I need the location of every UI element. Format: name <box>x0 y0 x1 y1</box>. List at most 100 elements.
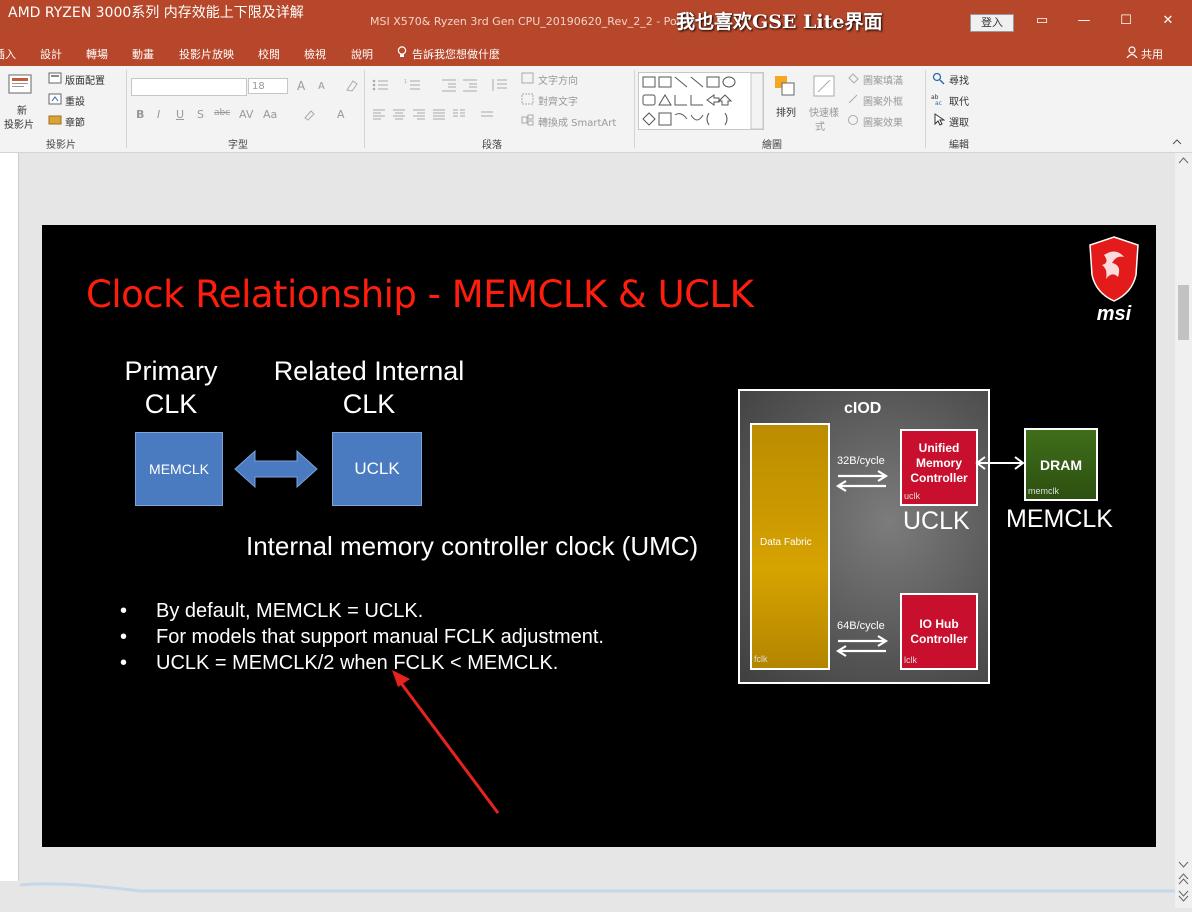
shape-effects-button[interactable]: 圖案效果 <box>863 118 903 129</box>
tab-slideshow[interactable]: 投影片放映 <box>179 48 234 61</box>
tell-me-search[interactable]: 告訴我您想做什麼 <box>412 48 500 61</box>
tab-transitions[interactable]: 轉場 <box>86 48 108 61</box>
replace-button[interactable]: 取代 <box>949 97 969 108</box>
share-button[interactable]: 共用 <box>1141 48 1163 61</box>
collapse-ribbon-icon[interactable] <box>1172 138 1182 149</box>
text-direction-icon <box>521 72 534 87</box>
smartart-button[interactable]: 轉換成 SmartArt <box>538 118 617 129</box>
iohub-clk-label: lclk <box>904 655 917 665</box>
umc-line-1: Unified <box>918 441 960 455</box>
maximize-button[interactable]: ☐ <box>1120 13 1132 28</box>
section-button[interactable]: 章節 <box>65 118 85 129</box>
layout-icon <box>48 72 62 87</box>
align-center-icon[interactable] <box>392 108 406 123</box>
new-slide-label-1[interactable]: 新 <box>17 106 27 117</box>
text-direction-button[interactable]: 文字方向 <box>538 76 578 87</box>
umc-caption: Internal memory controller clock (UMC) <box>246 531 699 561</box>
shape-outline-icon <box>847 93 860 108</box>
bullet-2: For models that support manual FCLK adju… <box>156 626 604 648</box>
umc-clk-label: uclk <box>904 491 921 501</box>
font-shrink-button[interactable]: A <box>318 81 325 92</box>
align-left-icon[interactable] <box>372 108 386 123</box>
font-color-button[interactable]: A <box>337 108 345 121</box>
tab-animations[interactable]: 動畫 <box>132 48 154 61</box>
svg-text:ac: ac <box>935 100 942 106</box>
section-icon <box>48 114 62 129</box>
font-size-box[interactable]: 18 <box>248 78 288 94</box>
italic-button[interactable]: I <box>157 108 161 121</box>
reset-icon <box>48 93 62 108</box>
justify-icon[interactable] <box>432 108 446 123</box>
clear-format-icon[interactable] <box>344 79 358 95</box>
dram-block: DRAM memclk <box>1024 428 1098 501</box>
quick-styles-icon <box>812 74 836 101</box>
annotation-arrow-icon <box>392 670 500 814</box>
video-title: AMD RYZEN 3000系列 内存效能上下限及详解 <box>8 5 304 21</box>
shape-fill-button[interactable]: 圖案填滿 <box>863 76 903 87</box>
memclk-box: MEMCLK <box>135 432 223 506</box>
new-slide-label-2[interactable]: 投影片 <box>4 120 34 131</box>
msi-logo: msi <box>1086 235 1142 327</box>
slide-canvas[interactable]: Clock Relationship - MEMCLK & UCLK msi P… <box>42 225 1156 847</box>
tab-help[interactable]: 說明 <box>351 48 373 61</box>
group-separator <box>126 70 127 148</box>
arrange-icon <box>773 74 797 101</box>
change-case-button[interactable]: Aa <box>263 108 278 121</box>
arrange-button[interactable]: 排列 <box>776 108 796 119</box>
vertical-scrollbar[interactable] <box>1175 153 1192 908</box>
font-name-box[interactable] <box>131 78 247 96</box>
primary-clk-line-2: CLK <box>144 389 198 419</box>
reset-button[interactable]: 重設 <box>65 97 85 108</box>
tab-review[interactable]: 校閱 <box>258 48 280 61</box>
shape-fill-icon <box>847 72 860 87</box>
tab-view[interactable]: 檢視 <box>304 48 326 61</box>
data-fabric-label: Data Fabric <box>760 537 812 548</box>
slide-title: Clock Relationship - MEMCLK & UCLK <box>86 273 754 316</box>
columns-icon[interactable] <box>452 108 466 123</box>
slide-shadow <box>19 881 1175 908</box>
tab-design[interactable]: 設計 <box>40 48 62 61</box>
line-spacing-icon[interactable] <box>491 78 507 95</box>
umc-dram-arrow-icon <box>975 456 1025 470</box>
ribbon-display-button[interactable]: ▭ <box>1035 13 1049 28</box>
smartart-icon <box>521 114 534 129</box>
quick-styles-label-2[interactable]: 式 <box>815 122 825 133</box>
shape-outline-button[interactable]: 圖案外框 <box>863 97 903 108</box>
shadow-button[interactable]: S <box>197 108 204 121</box>
group-drawing-label: 繪圖 <box>762 140 782 151</box>
quick-styles-label-1[interactable]: 快速樣 <box>809 108 839 119</box>
ribbon: 新 投影片 版面配置 重設 章節 投影片 18 A A B I U S abc … <box>0 66 1192 153</box>
tab-insert[interactable]: 插入 <box>0 48 16 61</box>
align-right-icon[interactable] <box>412 108 426 123</box>
thumbnail-pane-edge[interactable] <box>0 153 19 881</box>
lightbulb-icon <box>397 46 407 61</box>
highlight-icon[interactable] <box>302 108 316 125</box>
bullets-icon[interactable] <box>372 78 390 95</box>
align-text-button[interactable]: 對齊文字 <box>538 97 578 108</box>
char-spacing-button[interactable]: AV <box>239 108 254 121</box>
bullet-glyph: • <box>120 600 128 622</box>
group-slides-label: 投影片 <box>46 140 76 151</box>
primary-clk-heading: Primary CLK <box>123 355 219 421</box>
select-button[interactable]: 選取 <box>949 118 969 129</box>
minimize-button[interactable]: — <box>1077 13 1091 28</box>
align-vertical-icon[interactable] <box>480 108 494 123</box>
iohub-block: IO Hub Controller lclk <box>900 593 978 670</box>
increase-indent-icon[interactable] <box>462 78 478 95</box>
iohub-line-1: IO Hub <box>919 617 959 631</box>
new-slide-icon <box>8 74 34 101</box>
person-icon <box>1126 46 1138 61</box>
signin-button[interactable]: 登入 <box>970 14 1014 32</box>
uclk-diagram-label: UCLK <box>903 507 970 535</box>
numbering-icon[interactable]: 1 <box>404 78 422 95</box>
underline-button[interactable]: U <box>176 108 185 121</box>
find-button[interactable]: 尋找 <box>949 76 969 87</box>
shapes-gallery[interactable] <box>638 72 764 130</box>
font-grow-button[interactable]: A <box>297 79 306 93</box>
strikethrough-button[interactable]: abc <box>214 108 231 118</box>
bold-button[interactable]: B <box>136 108 145 121</box>
decrease-indent-icon[interactable] <box>441 78 457 95</box>
close-button[interactable]: ✕ <box>1162 13 1174 28</box>
layout-button[interactable]: 版面配置 <box>65 76 105 87</box>
find-icon <box>932 72 945 88</box>
